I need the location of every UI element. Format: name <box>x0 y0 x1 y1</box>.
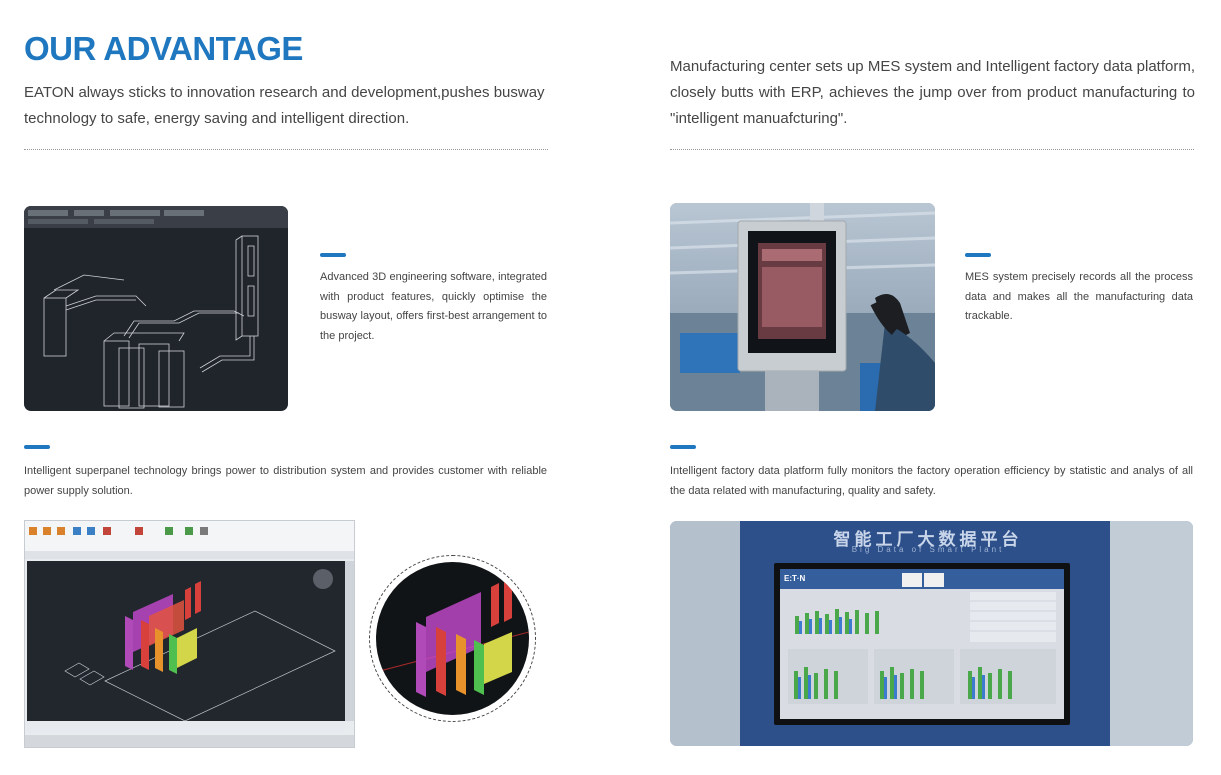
mes-caption: MES system precisely records all the pro… <box>965 271 1193 322</box>
screen-banner-subtitle: Big Data of Smart Plant <box>851 545 1005 554</box>
intro-left-text: EATON always sticks to innovation resear… <box>24 84 545 127</box>
smart-factory-screen-photo: 智能工厂大数据平台 Big Data of Smart Plant E:T·N <box>670 521 1193 746</box>
software-3d-caption: Advanced 3D engineering software, integr… <box>320 271 547 342</box>
superpanel-zoom-circle <box>376 562 529 715</box>
mes-terminal-photo <box>670 203 935 411</box>
cad-software-screenshot <box>24 206 288 411</box>
intro-right-text: Manufacturing center sets up MES system … <box>670 58 1195 127</box>
divider-right <box>670 149 1194 150</box>
page-title: OUR ADVANTAGE <box>24 30 303 67</box>
accent-dash <box>24 445 50 449</box>
screen-brand-logo: E:T·N <box>784 574 806 583</box>
factory-platform-caption: Intelligent factory data platform fully … <box>670 465 1193 497</box>
superpanel-zoom-ring <box>369 555 536 722</box>
accent-dash <box>965 253 991 257</box>
accent-dash <box>670 445 696 449</box>
superpanel-cad-screenshot <box>24 520 355 748</box>
divider-left <box>24 149 548 150</box>
superpanel-caption: Intelligent superpanel technology brings… <box>24 465 547 497</box>
accent-dash <box>320 253 346 257</box>
screen-banner-title: 智能工厂大数据平台 <box>833 530 1023 549</box>
